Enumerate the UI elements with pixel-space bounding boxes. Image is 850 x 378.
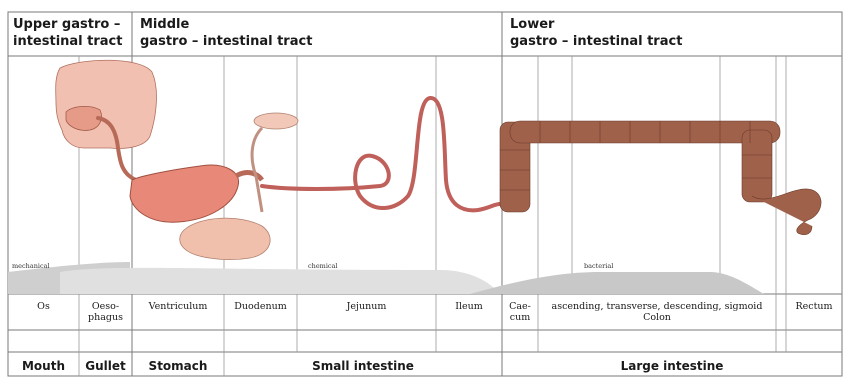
lower-tract-title-line2: gastro – intestinal tract (510, 33, 682, 50)
segment-oesophagus-line1: Oeso- (79, 301, 132, 312)
transverse-colon (510, 121, 780, 143)
segment-ventriculum-line1: Ventriculum (132, 301, 224, 312)
segment-os: Os (8, 301, 79, 312)
lower-tract-title-line1: Lower (510, 16, 682, 33)
segment-ileum: Ileum (436, 301, 502, 312)
region-large-intestine: Large intestine (502, 359, 842, 373)
segment-duodenum: Duodenum (224, 301, 297, 312)
segment-caecum-line1: Cae- (502, 301, 538, 312)
bacterial-label: bacterial (584, 262, 613, 270)
segment-colon: ascending, transverse, descending, sigmo… (538, 301, 776, 323)
segment-caecum: Cae- cum (502, 301, 538, 323)
segment-rectum-line1: Rectum (786, 301, 842, 312)
stomach-organ (130, 165, 239, 222)
small-intestine-tube (262, 98, 500, 210)
head-silhouette (56, 60, 157, 148)
segment-oesophagus: Oeso- phagus (79, 301, 132, 323)
middle-tract-title-line1: Middle (140, 16, 312, 33)
middle-tract-title-line2: gastro – intestinal tract (140, 33, 312, 50)
middle-tract-header: Middle gastro – intestinal tract (140, 16, 312, 50)
region-small-intestine: Small intestine (224, 359, 502, 373)
upper-tract-header: Upper gastro – intestinal tract (13, 16, 122, 50)
segment-ileum-line1: Ileum (436, 301, 502, 312)
segment-duodenum-line1: Duodenum (224, 301, 297, 312)
mechanical-label: mechanical (12, 262, 50, 270)
region-stomach: Stomach (132, 359, 224, 373)
segment-ventriculum: Ventriculum (132, 301, 224, 312)
segment-oesophagus-line2: phagus (79, 312, 132, 323)
segment-colon-line1: ascending, transverse, descending, sigmo… (538, 301, 776, 312)
descending-colon (742, 130, 772, 202)
gallbladder (254, 113, 298, 129)
segment-os-line1: Os (8, 301, 79, 312)
colon-segments (500, 121, 821, 235)
pancreas-organ (180, 218, 270, 259)
segment-jejunum: Jejunum (297, 301, 436, 312)
bacterial-band (470, 272, 764, 294)
upper-tract-title-line2: intestinal tract (13, 33, 122, 50)
segment-jejunum-line1: Jejunum (297, 301, 436, 312)
upper-tract-title-line1: Upper gastro – (13, 16, 122, 33)
pylorus (236, 173, 262, 180)
bile-duct (252, 128, 262, 212)
region-gullet: Gullet (79, 359, 132, 373)
region-mouth: Mouth (8, 359, 79, 373)
segment-colon-line2: Colon (538, 312, 776, 323)
chemical-band (60, 268, 500, 294)
segment-rectum: Rectum (786, 301, 842, 312)
lower-tract-header: Lower gastro – intestinal tract (510, 16, 682, 50)
segment-caecum-line2: cum (502, 312, 538, 323)
chemical-label: chemical (308, 262, 338, 270)
